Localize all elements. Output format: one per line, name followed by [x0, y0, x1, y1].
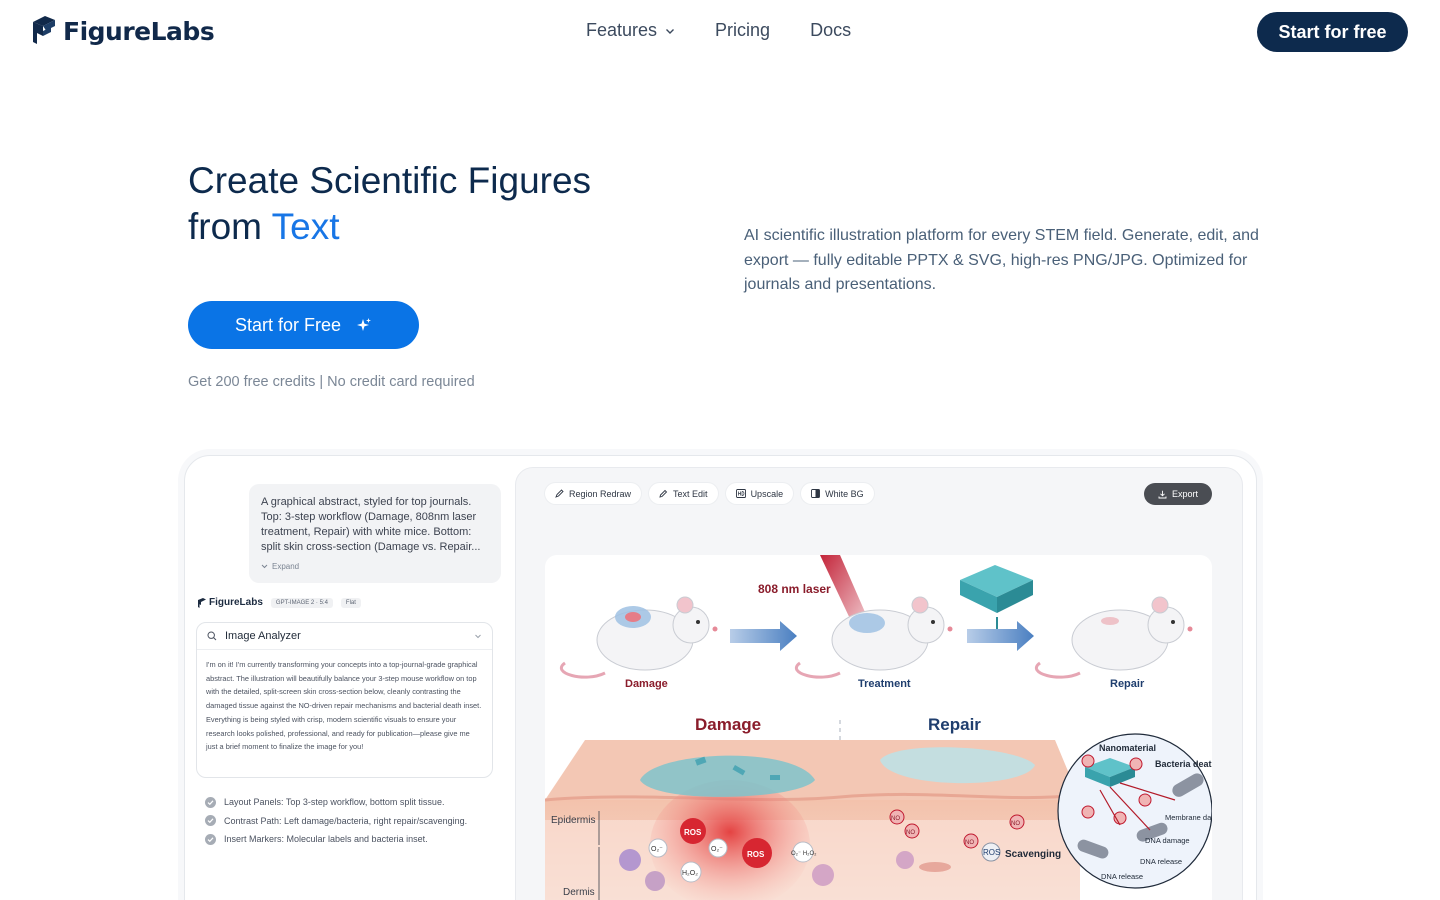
nav-links: Features Pricing Docs [586, 20, 851, 41]
ros-scavenged-label: ROS [983, 848, 1000, 857]
dermis-label: Dermis [563, 887, 595, 898]
region-redraw-button[interactable]: Region Redraw [545, 483, 642, 504]
nav-features-dropdown[interactable]: Features [586, 20, 675, 41]
analysis-checklist: Layout Panels: Top 3-step workflow, bott… [205, 793, 467, 849]
text-edit-label: Text Edit [673, 488, 708, 499]
upscale-label: Upscale [750, 488, 784, 499]
nav-docs-link[interactable]: Docs [810, 20, 852, 40]
style-chip: Flat [340, 597, 361, 608]
bacteria-death-inset [1057, 733, 1212, 889]
hero-title-accent: Text [271, 206, 340, 247]
epidermis-label: Epidermis [551, 815, 595, 826]
scavenging-label: Scavenging [1005, 849, 1061, 860]
no-label: NO [891, 816, 900, 822]
white-bg-button[interactable]: White BG [801, 483, 874, 504]
hero-title-prefix: from [188, 206, 272, 247]
check-icon [205, 815, 216, 827]
ros-label: ROS [747, 850, 765, 859]
membrane-damage-label: Membrane damage [1165, 813, 1212, 822]
inset-title: Nanomaterial [1099, 743, 1156, 753]
prompt-bubble: A graphical abstract, styled for top jou… [249, 484, 501, 583]
hero-cta-label: Start for Free [234, 314, 342, 335]
panel-repair-title: Repair [928, 715, 981, 734]
bacteria-death-label: Bacteria death [1155, 759, 1212, 769]
check-item: Layout Panels: Top 3-step workflow, bott… [205, 793, 467, 812]
region-redraw-label: Region Redraw [569, 488, 632, 499]
expand-prompt-button[interactable]: Expand [261, 559, 489, 574]
start-for-free-nav-button[interactable]: Start for free [1257, 12, 1408, 52]
panel-damage-title: Damage [695, 715, 761, 734]
expand-label: Expand [272, 562, 300, 571]
step-damage-label: Damage [625, 678, 668, 690]
hero-description: AI scientific illustration platform for … [744, 227, 1259, 293]
brand-name: FigureLabs [63, 16, 215, 46]
upscale-button[interactable]: Upscale [725, 483, 794, 504]
check-icon [205, 833, 216, 845]
image-analyzer-header[interactable]: Image Analyzer [197, 623, 492, 650]
mouse-treatment-illustration [795, 596, 953, 679]
prompt-text: A graphical abstract, styled for top jou… [261, 496, 481, 553]
no-label: NO [965, 840, 974, 846]
figurelabs-logo-icon [198, 597, 206, 608]
figurelabs-logo-icon [33, 16, 55, 44]
nav-features-label: Features [586, 20, 658, 40]
step-treatment-label: Treatment [858, 678, 911, 690]
generation-meta: FigureLabs GPT-IMAGE 2 · 5:4 Flat [198, 597, 361, 608]
check-item: Contrast Path: Left damage/bacteria, rig… [205, 812, 467, 831]
mouse-damage-illustration [560, 596, 718, 679]
hero-title-line1: Create Scientific Figures [188, 160, 592, 201]
search-icon [207, 631, 217, 641]
brush-icon [555, 489, 564, 498]
image-analyzer-title: Image Analyzer [225, 630, 301, 642]
step-repair-label: Repair [1110, 678, 1145, 690]
hd-icon [735, 489, 746, 498]
h2o2-label: H₂O₂ [682, 870, 698, 877]
white-bg-label: White BG [825, 488, 864, 499]
no-label: NO [906, 830, 915, 836]
chevron-down-icon [475, 634, 481, 639]
hero-title: Create Scientific Figures from Text [188, 158, 591, 250]
free-credits-note: Get 200 free credits | No credit card re… [188, 374, 475, 390]
chevron-down-icon [666, 28, 675, 34]
mini-brand: FigureLabs [198, 597, 263, 608]
text-edit-button[interactable]: Text Edit [649, 483, 718, 504]
laser-label: 808 nm laser [758, 582, 831, 596]
check-item-text: Insert Markers: Molecular labels and bac… [224, 834, 428, 845]
check-item-text: Layout Panels: Top 3-step workflow, bott… [224, 797, 445, 808]
no-label: NO [1011, 821, 1020, 827]
mouse-repair-illustration [1035, 596, 1193, 679]
check-icon [205, 796, 216, 808]
dna-release-label: DNA release [1140, 857, 1182, 866]
image-analyzer-panel: Image Analyzer I'm on it! I'm currently … [196, 622, 493, 778]
start-for-free-hero-button[interactable]: Start for Free [188, 301, 419, 349]
sparkle-icon [357, 317, 372, 331]
export-label: Export [1171, 489, 1198, 499]
top-nav: FigureLabs Features Pricing Docs Start f… [0, 0, 1440, 64]
brand-logo[interactable]: FigureLabs [31, 14, 215, 48]
generated-figure[interactable]: 808 nm laser Damage Treatment Repair Dam… [545, 555, 1212, 900]
pen-icon [659, 489, 668, 498]
ros-label: ROS [684, 828, 702, 837]
export-button[interactable]: Export [1144, 483, 1212, 505]
nanomaterial-illustration [960, 565, 1033, 630]
background-icon [811, 489, 821, 498]
nav-pricing-link[interactable]: Pricing [715, 20, 771, 40]
download-icon [1158, 490, 1167, 498]
image-analyzer-text: I'm on it! I'm currently transforming yo… [206, 660, 482, 752]
model-chip: GPT-IMAGE 2 · 5:4 [270, 597, 333, 608]
superoxide-label: O₂⁻ [711, 846, 723, 853]
chevron-down-icon [261, 564, 268, 569]
check-item-text: Contrast Path: Left damage/bacteria, rig… [224, 815, 468, 826]
o2-h2o2-label: O₂⁻ H₂O₂ [791, 851, 817, 857]
check-item: Insert Markers: Molecular labels and bac… [205, 830, 467, 849]
dna-damage-label: DNA damage [1145, 836, 1190, 845]
superoxide-label: O₂⁻ [651, 846, 663, 853]
dna-release-label: DNA release [1101, 872, 1143, 881]
mini-brand-name: FigureLabs [209, 597, 263, 608]
edit-toolbar: Region Redraw Text Edit Upscale White BG [545, 483, 874, 504]
figure-illustration: 808 nm laser Damage Treatment Repair Dam… [545, 555, 1212, 900]
